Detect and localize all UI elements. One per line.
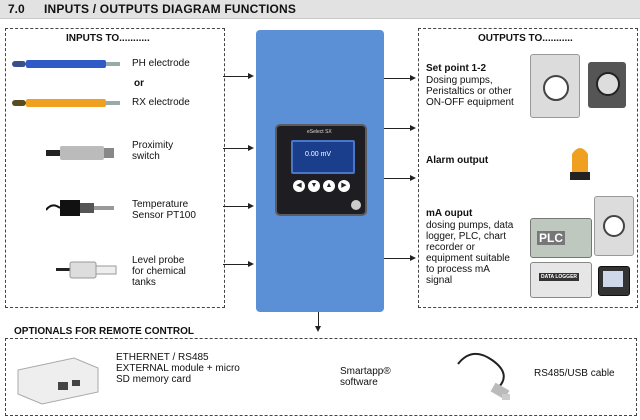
input-arrow [223, 264, 248, 265]
smartapp-text: Smartapp® software [340, 366, 391, 388]
data-logger-icon: DATA LOGGER [530, 262, 592, 298]
data-logger-label: DATA LOGGER [539, 273, 580, 281]
controller-reading: 0.00 mV [305, 151, 332, 158]
controller-device: eSelect SX 0.00 mV ◀ ▼ ▲ ▶ [275, 124, 367, 216]
right-button[interactable]: ▶ [338, 180, 350, 192]
pump-head-icon [543, 75, 569, 101]
alarm-title: Alarm output [426, 155, 489, 166]
temperature-sensor-label: Temperature Sensor PT100 [132, 199, 196, 221]
rx-electrode-label: RX electrode [132, 97, 190, 108]
plc-label: PLC [537, 231, 565, 245]
setpoint-title: Set point 1-2 [426, 63, 487, 74]
up-button[interactable]: ▲ [323, 180, 335, 192]
output-arrow [384, 128, 410, 129]
inputs-title: INPUTS TO........... [66, 33, 150, 44]
arrow-head [248, 203, 254, 209]
arrow-head [248, 73, 254, 79]
arrow-head [410, 255, 416, 261]
ph-electrode-icon [12, 57, 122, 69]
controller-brand: eSelect SX [307, 129, 332, 135]
arrow-head [410, 75, 416, 81]
controller-screen: 0.00 mV [291, 140, 355, 174]
cable-text: RS485/USB cable [534, 368, 615, 379]
temperature-sensor-icon [45, 196, 116, 220]
level-probe-label: Level probe for chemical tanks [132, 255, 186, 288]
recorder-screen [603, 271, 623, 287]
down-button[interactable]: ▼ [308, 180, 320, 192]
ma-title: mA ouput [426, 208, 473, 219]
output-arrow [384, 258, 410, 259]
section-title: INPUTS / OUTPUTS DIAGRAM FUNCTIONS [44, 2, 297, 16]
input-arrow [223, 148, 248, 149]
ph-electrode-label: PH electrode [132, 58, 190, 69]
optionals-title: OPTIONALS FOR REMOTE CONTROL [14, 326, 194, 337]
arrow-head [315, 326, 321, 332]
ma-pump-icon [594, 196, 634, 256]
section-number: 7.0 [8, 2, 25, 16]
logo-icon [351, 200, 361, 210]
level-probe-icon [56, 258, 118, 282]
or-label: or [134, 78, 144, 89]
usb-cable-icon [452, 344, 524, 408]
arrow-head [248, 261, 254, 267]
optionals-box [5, 338, 637, 416]
chart-recorder-icon [598, 266, 630, 296]
proximity-switch-label: Proximity switch [132, 140, 174, 162]
ethernet-text: ETHERNET / RS485 EXTERNAL module + micro… [116, 352, 240, 385]
plc-device-icon: PLC [530, 218, 592, 258]
setpoint-text: Dosing pumps, Peristaltics or other ON-O… [426, 75, 514, 108]
ma-text: dosing pumps, data logger, PLC, chart re… [426, 220, 514, 286]
input-arrow [223, 206, 248, 207]
input-arrow [223, 76, 248, 77]
arrow-head [410, 175, 416, 181]
left-button[interactable]: ◀ [293, 180, 305, 192]
pump-head-icon [603, 215, 625, 237]
section-header [0, 0, 640, 19]
arrow-head [410, 125, 416, 131]
peristaltic-pump-icon [588, 62, 626, 108]
arrow-head [248, 145, 254, 151]
down-arrow [318, 312, 319, 328]
ethernet-module-icon [14, 350, 102, 406]
proximity-switch-icon [46, 144, 116, 162]
inputs-box [5, 28, 225, 308]
dosing-pump-icon [530, 54, 580, 118]
rx-electrode-icon [12, 96, 122, 108]
output-arrow [384, 78, 410, 79]
alarm-beacon-icon [568, 142, 592, 182]
output-arrow [384, 178, 410, 179]
outputs-title: OUTPUTS TO........... [478, 33, 573, 44]
pump-rotor-icon [596, 72, 620, 96]
